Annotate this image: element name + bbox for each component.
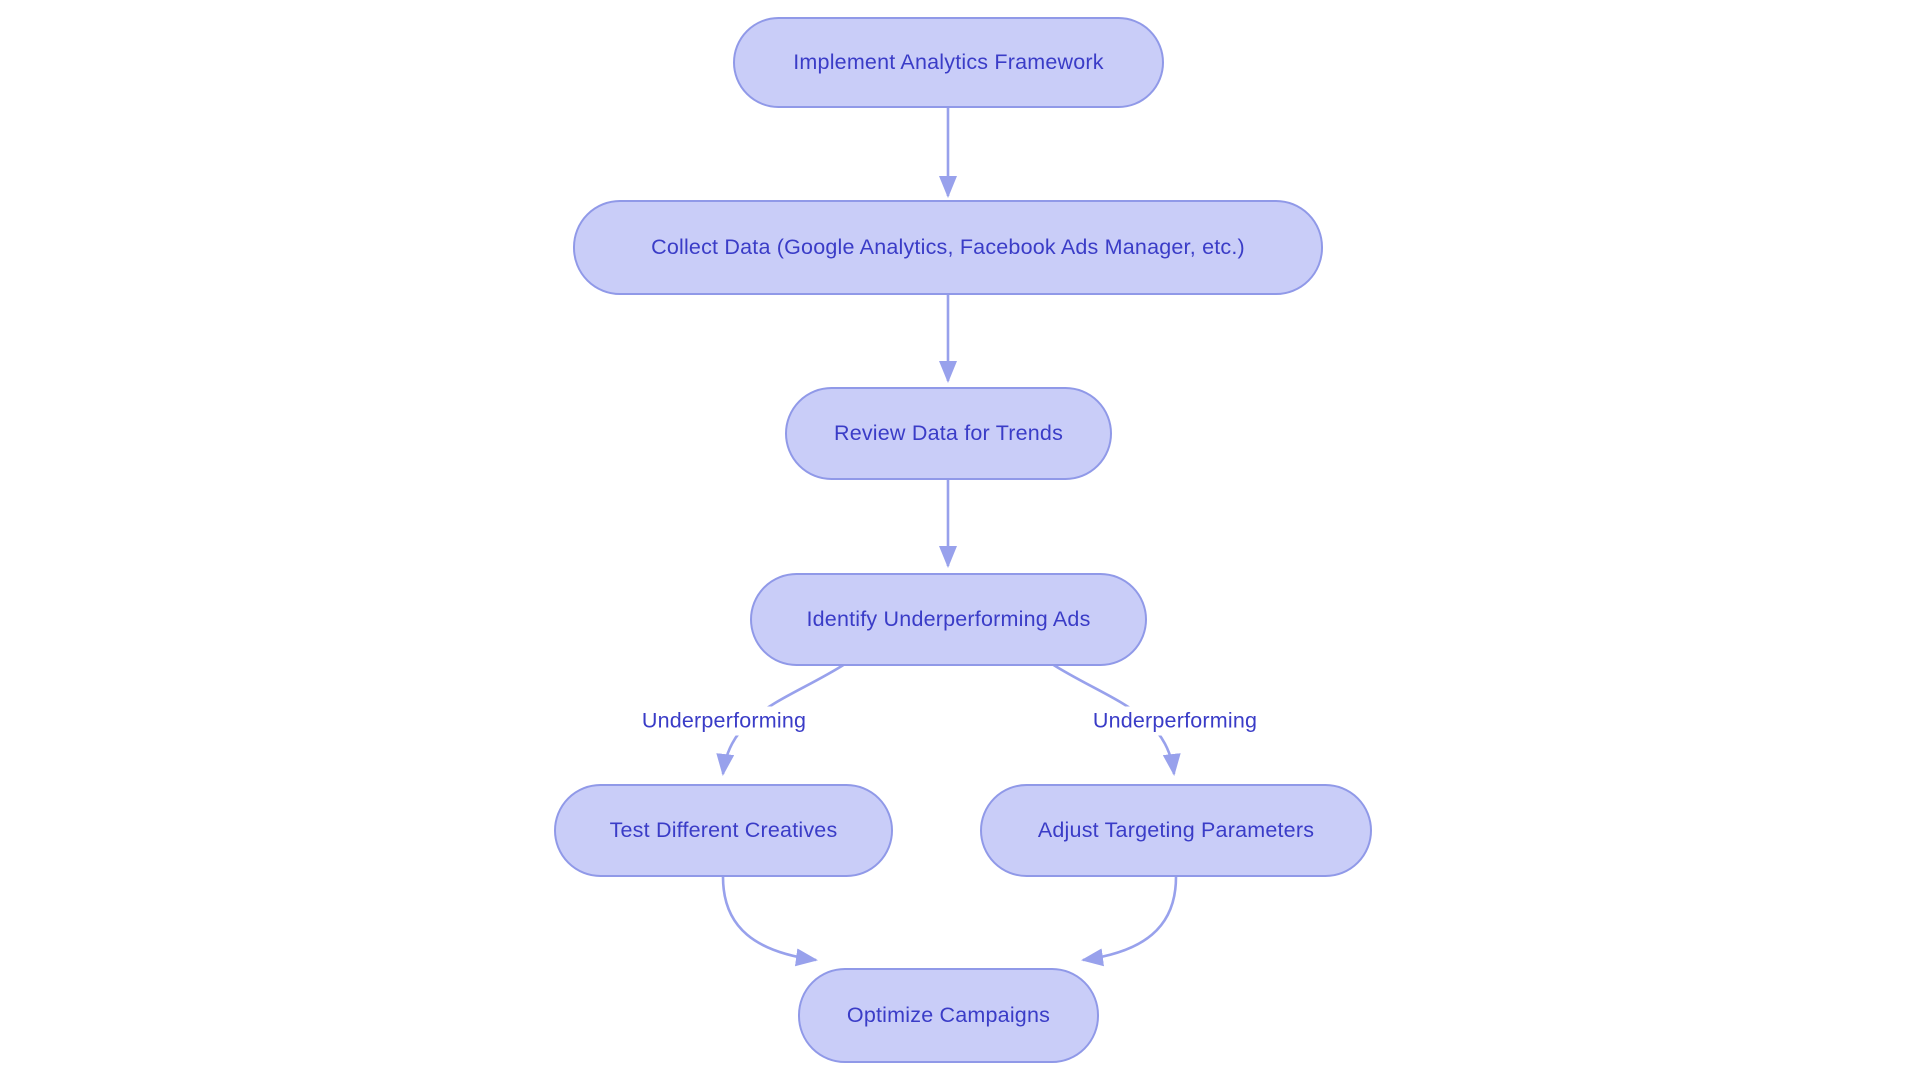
flow-node-test-different-creatives: Test Different Creatives [554,784,893,877]
node-label: Test Different Creatives [609,818,838,842]
flow-node-collect-data: Collect Data (Google Analytics, Facebook… [573,200,1323,295]
edge-label-underperforming-left: Underperforming [635,706,813,736]
node-label: Adjust Targeting Parameters [1037,818,1315,842]
edge-label-underperforming-right: Underperforming [1086,706,1264,736]
edge-test-to-optimize [721,876,818,967]
node-label: Implement Analytics Framework [793,50,1104,74]
node-label: Collect Data (Google Analytics, Facebook… [651,235,1245,259]
node-label: Review Data for Trends [833,421,1064,445]
flow-node-identify-underperforming-ads: Identify Underperforming Ads [750,573,1147,666]
edge-adjust-to-optimize [1081,876,1178,967]
flow-node-optimize-campaigns: Optimize Campaigns [798,968,1099,1063]
flow-node-implement-analytics-framework: Implement Analytics Framework [733,17,1164,108]
flow-node-adjust-targeting-parameters: Adjust Targeting Parameters [980,784,1372,877]
node-label: Identify Underperforming Ads [806,607,1091,631]
flow-node-review-data-for-trends: Review Data for Trends [785,387,1112,480]
node-label: Optimize Campaigns [846,1003,1051,1027]
